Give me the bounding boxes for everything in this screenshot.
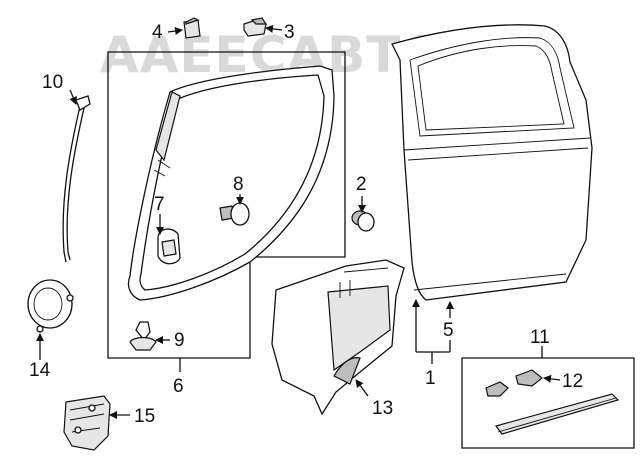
callout-8: 8 xyxy=(233,174,244,195)
speaker-part-14 xyxy=(27,279,74,333)
clip-part-9 xyxy=(129,321,157,351)
callout-7: 7 xyxy=(154,194,165,215)
pad-part-3 xyxy=(243,17,268,37)
callout-1: 1 xyxy=(425,368,436,389)
callout-11: 11 xyxy=(530,327,550,348)
rear-door-panel xyxy=(391,24,593,301)
clip-part-12a xyxy=(485,381,509,397)
moulding-group-frame xyxy=(461,357,635,449)
cap-part-2 xyxy=(351,210,375,232)
door-moulding-strip xyxy=(494,393,620,435)
door-liner-part-13 xyxy=(271,259,405,416)
pad-part-4 xyxy=(183,17,201,39)
callout-15: 15 xyxy=(134,406,155,427)
clip-part-7 xyxy=(157,228,181,265)
callout-9: 9 xyxy=(174,330,185,351)
bracket-part-15 xyxy=(63,395,111,451)
callout-12: 12 xyxy=(562,371,583,392)
leader-lines xyxy=(36,24,561,419)
callout-3: 3 xyxy=(284,22,295,43)
callout-5: 5 xyxy=(443,320,454,341)
door-check-rod-10 xyxy=(62,95,91,263)
callout-4: 4 xyxy=(152,22,163,43)
callout-2: 2 xyxy=(356,174,367,195)
clip-part-12b xyxy=(515,369,543,387)
callout-6: 6 xyxy=(173,376,184,397)
callout-14: 14 xyxy=(29,360,51,381)
grommet-part-8 xyxy=(219,202,250,226)
door-weatherstrip xyxy=(127,65,335,301)
callout-13: 13 xyxy=(372,398,393,419)
callout-numbers: 4 3 2 8 7 9 6 10 14 15 13 5 1 11 12 xyxy=(29,22,583,427)
callout-10: 10 xyxy=(42,72,63,93)
